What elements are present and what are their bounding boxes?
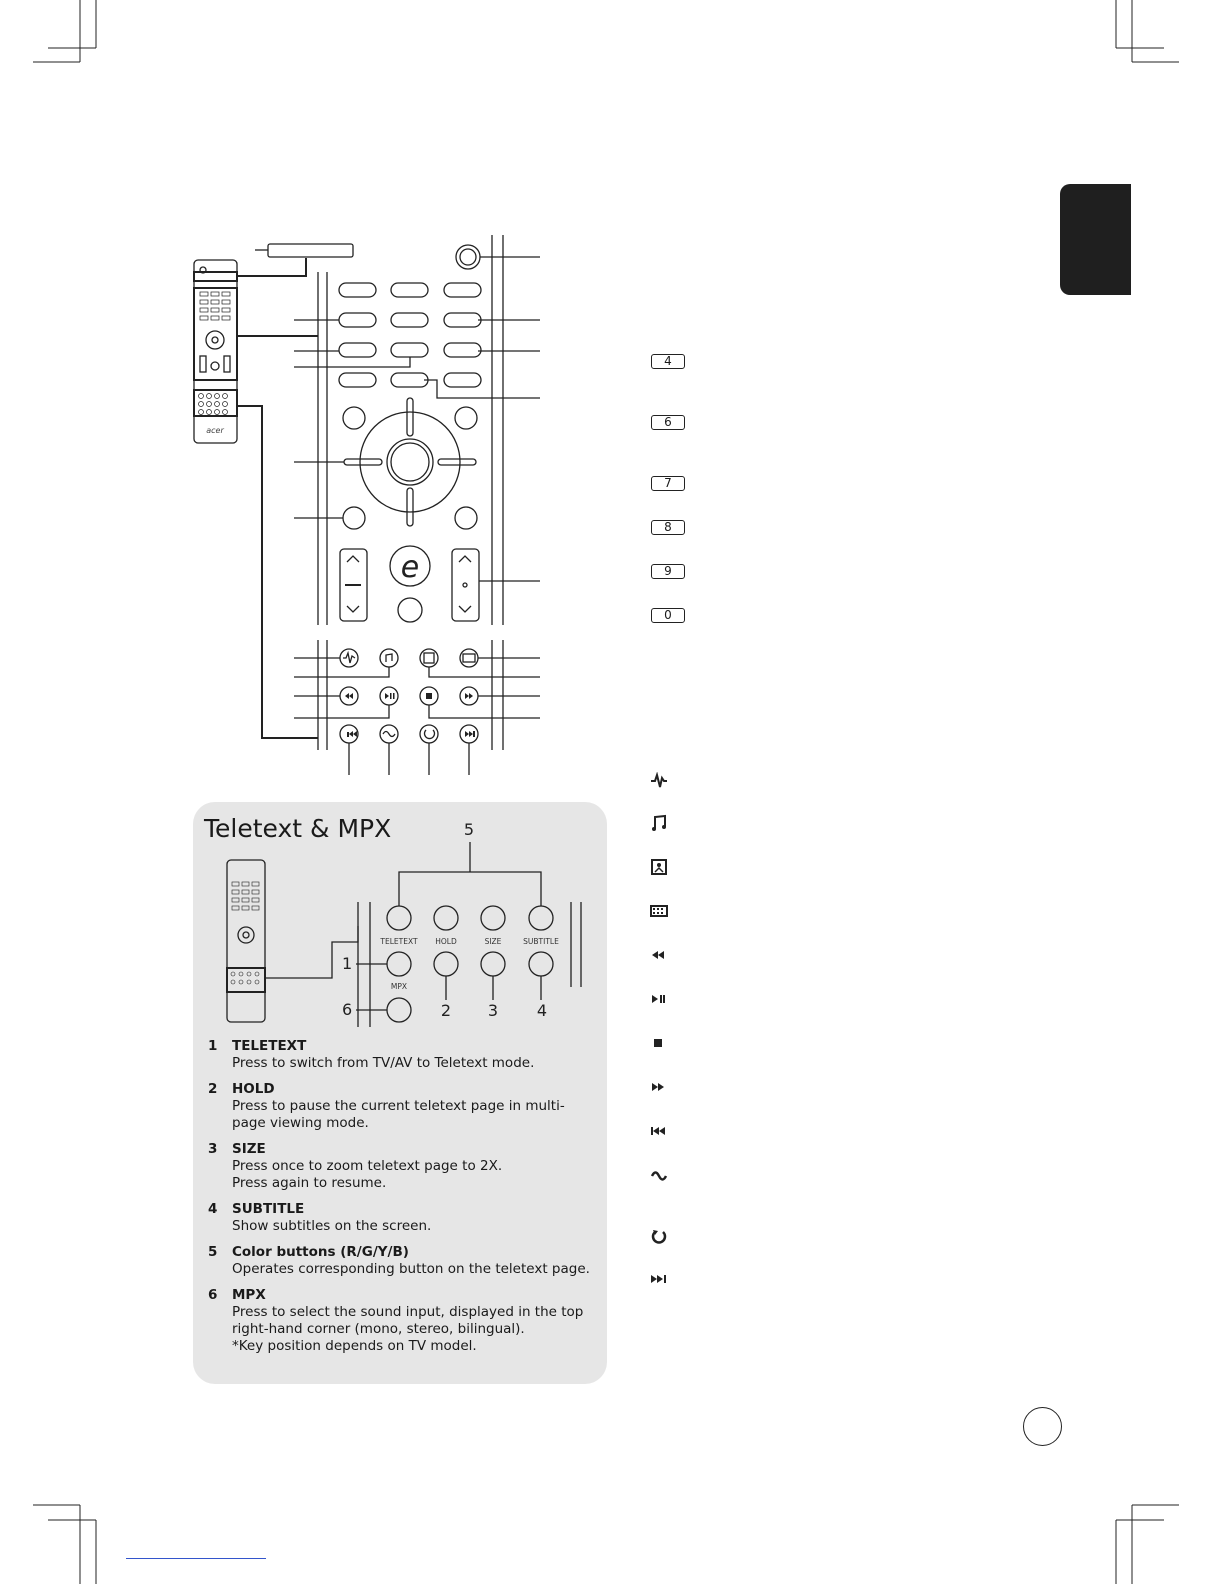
subtitle-button-label: SUBTITLE [523, 937, 559, 946]
footer-link-line [126, 1558, 266, 1559]
item-name: MPX [232, 1287, 266, 1303]
film-icon [650, 905, 668, 917]
item-number: 6 [208, 1287, 218, 1303]
item-text: Operates corresponding button on the tel… [232, 1261, 590, 1277]
list-item: 5 Color buttons (R/G/Y/B) Operates corre… [208, 1244, 598, 1278]
list-item: 3 SIZE Press once to zoom teletext page … [208, 1141, 598, 1192]
item-text: Press to pause the current teletext page… [232, 1098, 565, 1131]
list-item: 1 TELETEXT Press to switch from TV/AV to… [208, 1038, 598, 1072]
play-pause-icon [652, 995, 665, 1003]
item-name: SIZE [232, 1141, 266, 1157]
teletext-panel [193, 802, 607, 1384]
photo-icon [651, 859, 667, 875]
panel-title: Teletext & MPX [204, 814, 392, 843]
skip-forward-icon [651, 1275, 666, 1283]
item-text: Show subtitles on the screen. [232, 1218, 432, 1234]
teletext-diagram: TELETEXT HOLD SIZE SUBTITLE MPX 1 2 3 4 … [226, 820, 582, 1027]
cycle-icon [650, 1171, 668, 1181]
item-number: 3 [208, 1141, 218, 1157]
item-text: *Key position depends on TV model. [232, 1338, 477, 1354]
callout-4: 4 [537, 1001, 547, 1020]
item-name: HOLD [232, 1081, 275, 1097]
section-tab [1060, 184, 1131, 295]
item-number: 1 [208, 1038, 218, 1054]
key-8-icon: 8 [651, 520, 685, 535]
item-number: 2 [208, 1081, 218, 1097]
callout-1: 1 [342, 954, 352, 973]
key-0-icon: 0 [651, 608, 685, 623]
hold-button-label: HOLD [435, 937, 457, 946]
fast-forward-icon [652, 1083, 664, 1091]
remote-logo: acer [206, 426, 224, 435]
item-name: SUBTITLE [232, 1201, 305, 1217]
skip-back-icon [651, 1127, 665, 1135]
item-text: Press to select the sound input, display… [232, 1304, 584, 1337]
item-number: 4 [208, 1201, 218, 1217]
list-item: 6 MPX Press to select the sound input, d… [208, 1287, 598, 1355]
stop-icon [654, 1039, 662, 1047]
key-7-icon: 7 [651, 476, 685, 491]
item-text: Press to switch from TV/AV to Teletext m… [232, 1055, 535, 1071]
teletext-descriptions: 1 TELETEXT Press to switch from TV/AV to… [208, 1038, 598, 1364]
item-text: Press again to resume. [232, 1175, 387, 1191]
teletext-button-label: TELETEXT [379, 937, 418, 946]
list-item: 4 SUBTITLE Show subtitles on the screen. [208, 1201, 598, 1235]
callout-2: 2 [441, 1001, 451, 1020]
callout-3: 3 [488, 1001, 498, 1020]
item-number: 5 [208, 1244, 218, 1260]
item-text: Press once to zoom teletext page to 2X. [232, 1158, 503, 1174]
key-6-icon: 6 [651, 415, 685, 430]
list-item: 2 HOLD Press to pause the current telete… [208, 1081, 598, 1132]
callout-6: 6 [342, 1000, 352, 1019]
rewind-icon [652, 951, 664, 959]
pulse-icon [651, 772, 667, 788]
enter-button-label: e [401, 550, 419, 585]
item-name: TELETEXT [232, 1038, 307, 1054]
item-name: Color buttons (R/G/Y/B) [232, 1244, 409, 1260]
remote-diagram: e acer [193, 235, 540, 775]
page-number-circle [1023, 1407, 1062, 1446]
key-4-icon: 4 [651, 354, 685, 369]
size-button-label: SIZE [485, 937, 502, 946]
mpx-button-label: MPX [391, 982, 407, 991]
key-9-icon: 9 [651, 564, 685, 579]
callout-5: 5 [464, 820, 474, 839]
repeat-icon [651, 1230, 667, 1244]
music-note-icon [652, 814, 666, 831]
